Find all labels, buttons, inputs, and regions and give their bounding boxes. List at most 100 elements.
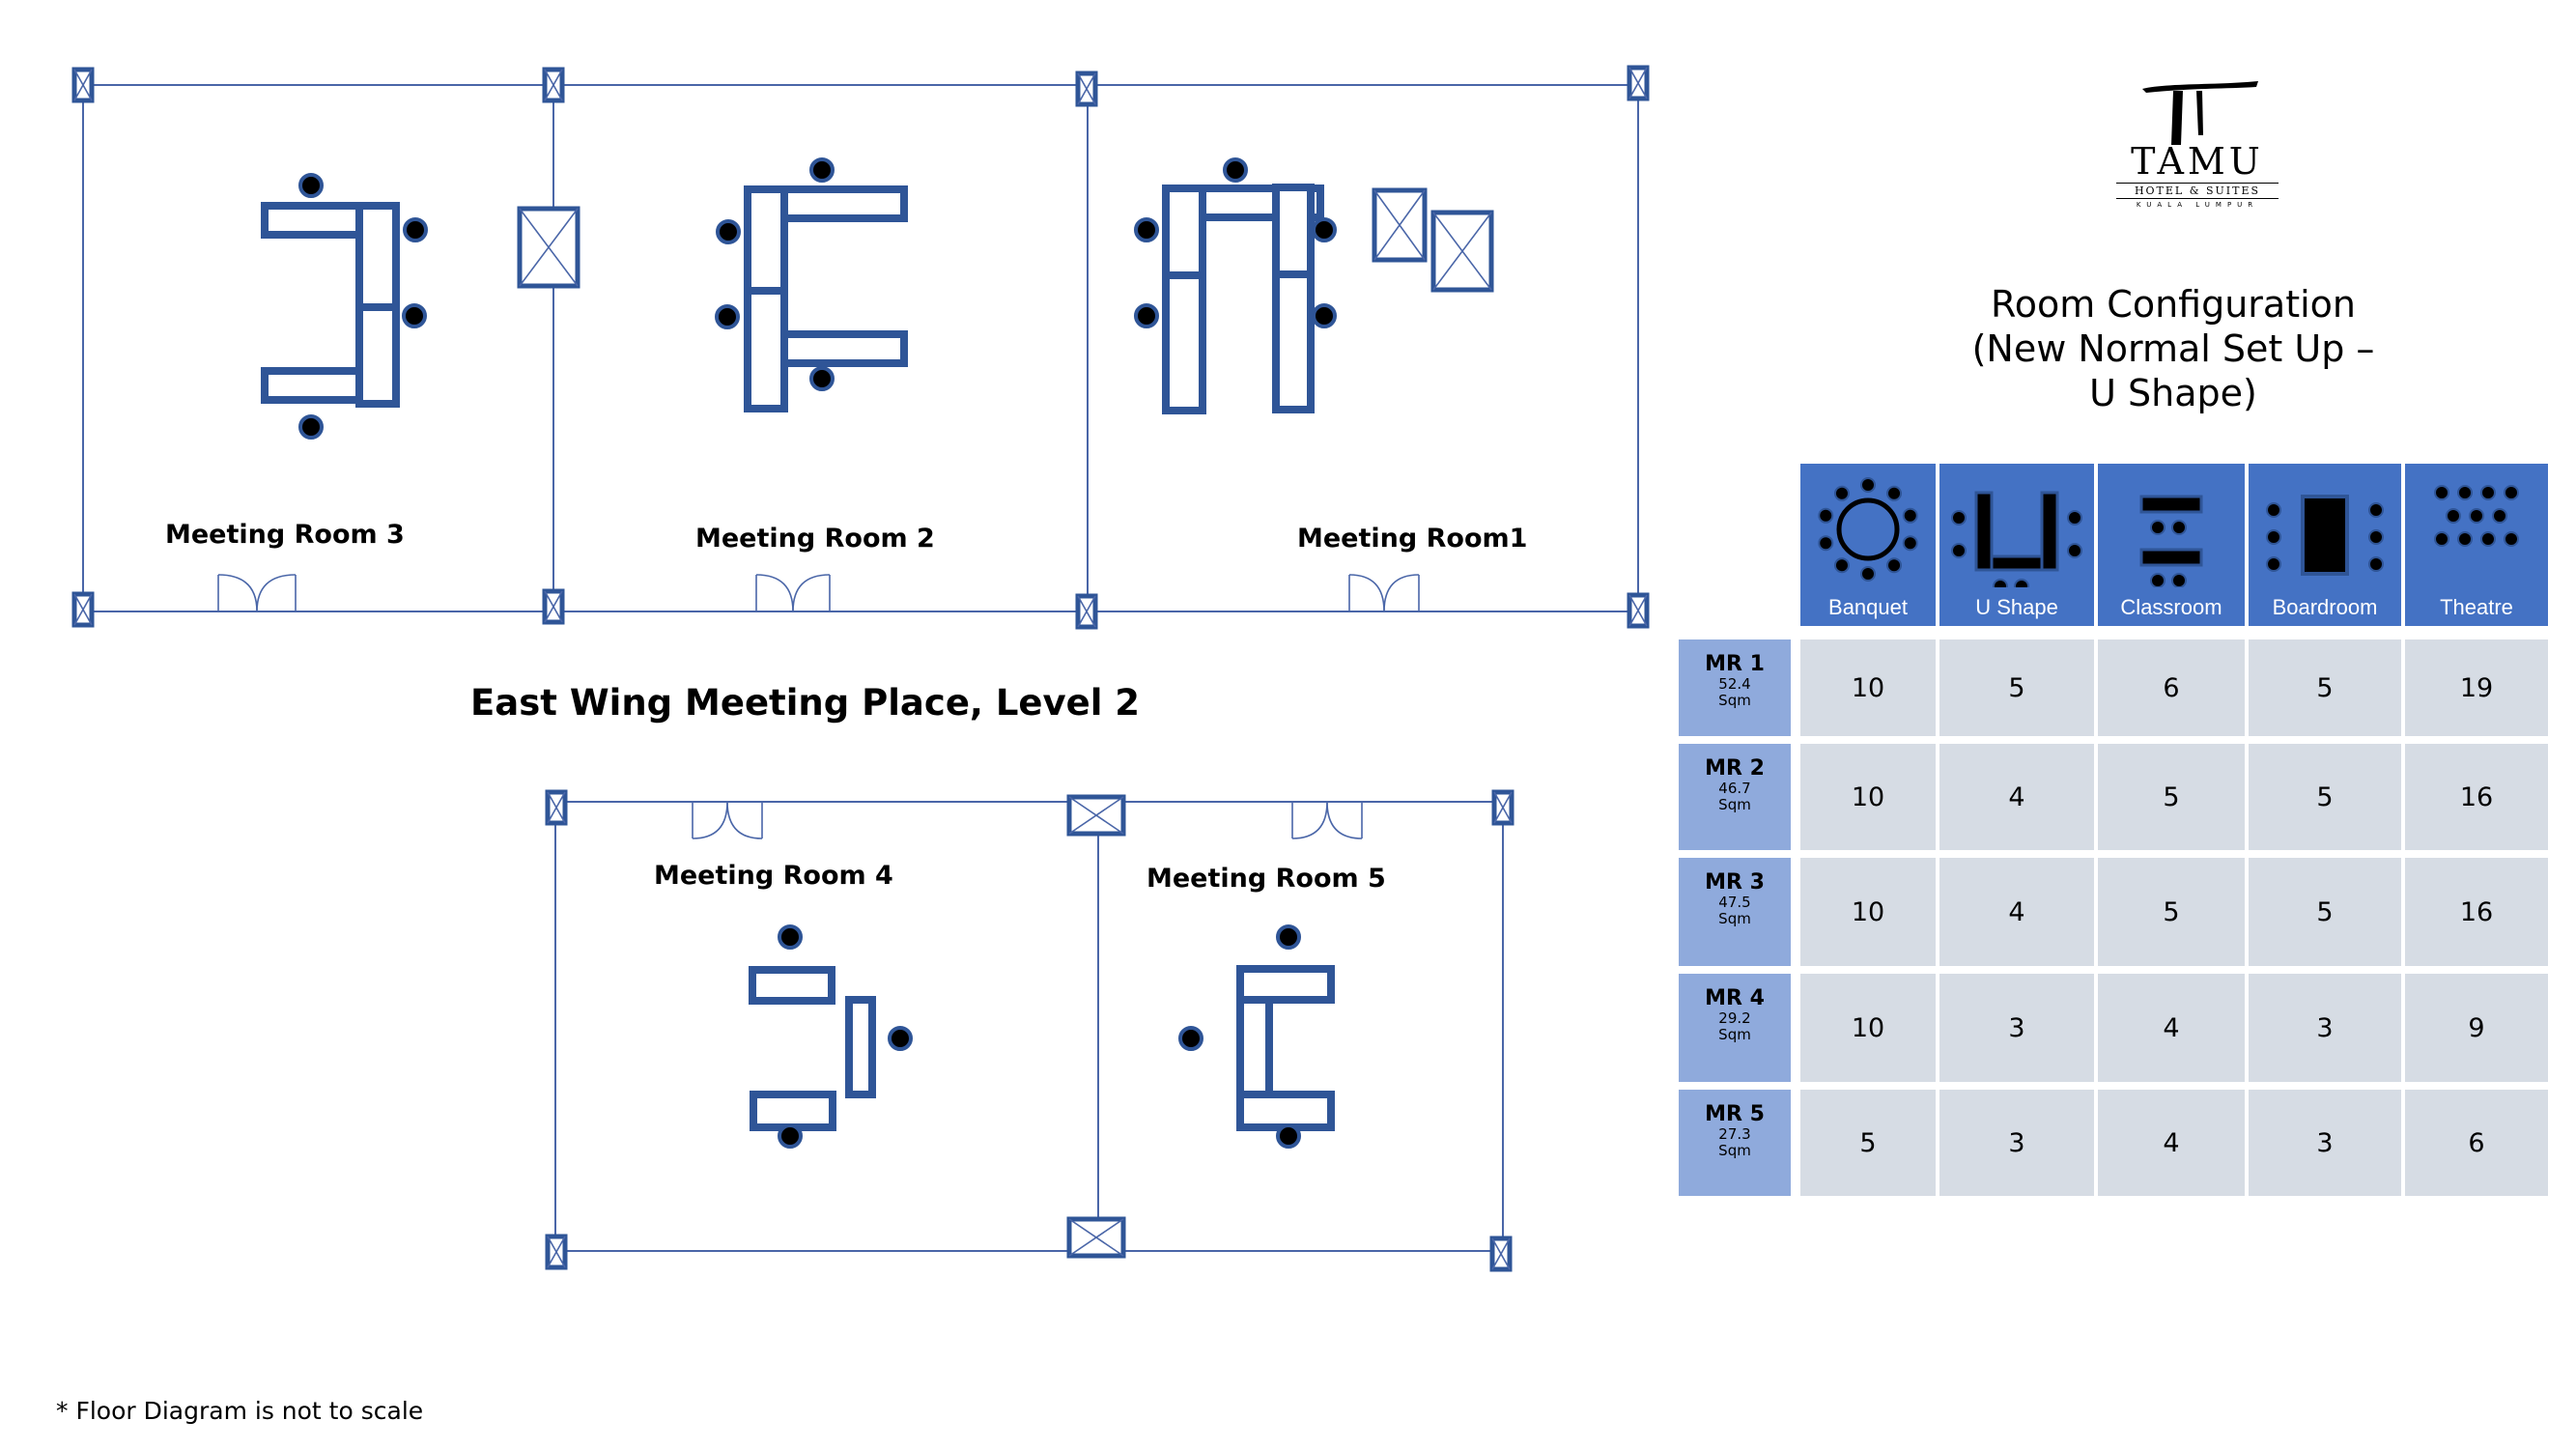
pillar	[71, 591, 95, 628]
pillar	[1066, 1216, 1126, 1259]
seat-icon	[2457, 531, 2473, 547]
top-wing-walls	[82, 84, 1639, 612]
table-icon	[780, 330, 908, 367]
table-icon	[780, 185, 908, 222]
chair-icon	[403, 217, 428, 242]
pillar	[517, 206, 580, 289]
table-icon	[744, 185, 788, 295]
seat-icon	[2504, 485, 2519, 500]
seat-icon	[2434, 485, 2449, 500]
table-icon	[355, 202, 400, 311]
column-label: Boardroom	[2272, 595, 2378, 619]
bottom-wing-walls	[554, 801, 1504, 1252]
seat-icon	[1833, 557, 1850, 574]
seat-icon	[2504, 531, 2519, 547]
column-header-banquet: Banquet	[1800, 464, 1936, 626]
chair-icon	[1312, 303, 1337, 328]
capacity-cell: 5	[1939, 639, 2094, 736]
capacity-cell: 16	[2405, 744, 2548, 850]
capacity-cell: 4	[1939, 858, 2094, 966]
seat-icon	[1886, 557, 1903, 574]
chair-icon	[402, 303, 427, 328]
banquet-layout-icon	[1818, 477, 1918, 582]
chair-icon	[715, 304, 740, 329]
room-area: 52.4	[1718, 675, 1751, 693]
capacity-cell: 19	[2405, 639, 2548, 736]
capacity-cell: 4	[1939, 744, 2094, 850]
room-code: MR 1	[1705, 652, 1765, 676]
table-icon	[744, 287, 788, 412]
theatre-layout-icon	[2434, 485, 2519, 547]
area-unit: Sqm	[1718, 796, 1751, 813]
title-line-1: Room Configuration	[1991, 283, 2356, 326]
table-icon	[1162, 185, 1206, 279]
capacity-cell: 3	[1939, 974, 2094, 1082]
room-area: 46.7	[1718, 780, 1751, 797]
doors	[217, 574, 1420, 839]
logo-brand: TAMU	[2131, 140, 2264, 183]
pillar	[1491, 789, 1514, 826]
capacity-cell: 16	[2405, 858, 2548, 966]
floor-plan-title: East Wing Meeting Place, Level 2	[470, 682, 1140, 724]
seat-icon	[1818, 535, 1834, 552]
capacity-cell: 10	[1800, 744, 1936, 850]
chair-icon	[1276, 1123, 1301, 1149]
capacity-cell: 4	[2098, 1090, 2245, 1196]
seat-icon	[2469, 508, 2484, 524]
room-code: MR 3	[1705, 870, 1765, 895]
classroom-layout-icon	[2139, 495, 2203, 587]
logo-subtitle: HOTEL & SUITES	[2116, 183, 2279, 199]
door-icon	[692, 801, 763, 839]
chair-icon	[716, 219, 741, 244]
floor-plan: Meeting Room 3 Meeting Room 2 Meeting Ro…	[56, 65, 1650, 1425]
title-line-3: U Shape)	[2089, 372, 2257, 414]
seat-icon	[1902, 535, 1918, 552]
table-icon	[1272, 270, 1315, 413]
scale-note: * Floor Diagram is not to scale	[56, 1397, 423, 1425]
pillar	[1489, 1236, 1513, 1272]
chair-icon	[1178, 1026, 1203, 1051]
table-icon	[1236, 1091, 1335, 1131]
column-label: Theatre	[2440, 595, 2513, 619]
column-label: U Shape	[1975, 595, 2058, 619]
door-icon	[1348, 574, 1420, 612]
pillars	[71, 65, 1650, 1272]
seat-icon	[1886, 485, 1903, 501]
table-icon	[1272, 184, 1315, 278]
seat-icon	[1833, 485, 1850, 501]
area-unit: Sqm	[1718, 692, 1751, 709]
table-icon	[845, 996, 876, 1098]
door-icon	[755, 574, 831, 612]
table-icon	[1162, 271, 1206, 414]
area-unit: Sqm	[1718, 1142, 1751, 1159]
column-label: Classroom	[2120, 595, 2222, 619]
column-header-theatre: Theatre	[2405, 464, 2548, 626]
pillar	[1372, 187, 1428, 263]
logo-city: KUALA LUMPUR	[2136, 201, 2259, 209]
room-code: MR 5	[1705, 1102, 1765, 1126]
seat-icon	[2434, 531, 2449, 547]
area-unit: Sqm	[1718, 910, 1751, 927]
u-shape-layout-icon	[1951, 491, 2082, 587]
chair-icon	[1223, 157, 1248, 183]
capacity-cell: 6	[2405, 1090, 2548, 1196]
room-label-mr3: Meeting Room 3	[165, 520, 405, 550]
chair-icon	[809, 366, 835, 391]
chair-icon	[778, 1123, 803, 1149]
pillar	[542, 67, 565, 103]
table-icon	[750, 1091, 836, 1131]
table-icon	[261, 202, 363, 239]
capacity-cell: 4	[2098, 974, 2245, 1082]
capacity-cell: 3	[2249, 1090, 2401, 1196]
seat-icon	[1860, 566, 1876, 582]
chair-icon	[778, 924, 803, 950]
pillar	[1075, 593, 1098, 630]
pillar	[1075, 71, 1098, 107]
area-unit: Sqm	[1718, 1026, 1751, 1043]
room-configuration-title: Room Configuration (New Normal Set Up – …	[1941, 282, 2405, 415]
seat-icon	[1818, 507, 1834, 524]
seat-icon	[2480, 485, 2496, 500]
